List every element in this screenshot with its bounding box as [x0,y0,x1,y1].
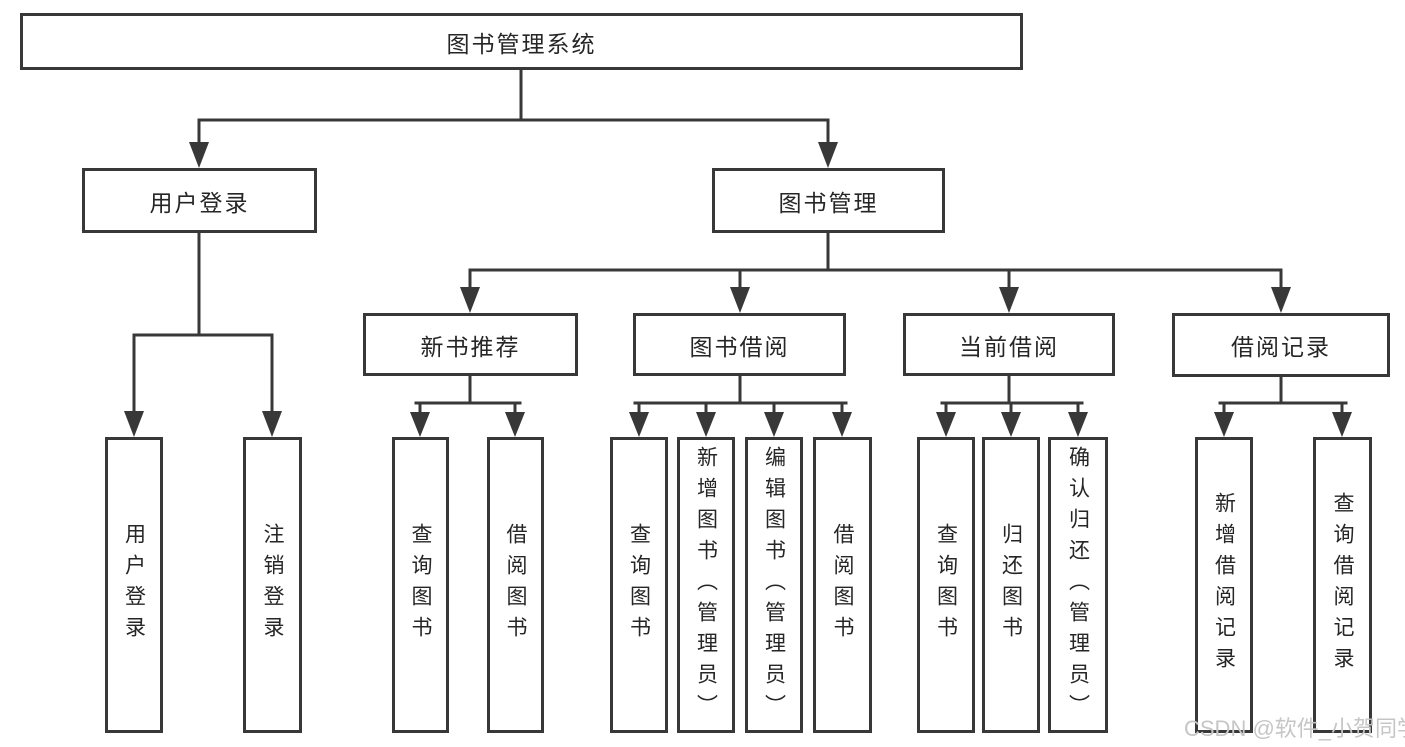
node-current-borrow: 当前借阅 [903,313,1115,376]
node-leaf-label: 查询借阅记录 [1331,492,1354,678]
arrowhead-icon [1001,412,1021,437]
node-leaf-label: 新增图书（管理员） [694,445,718,725]
connector-root-to-level2 [189,67,838,168]
node-leaf-query-borrow-record: 查询借阅记录 [1313,437,1372,733]
arrowhead-icon [832,412,852,437]
arrowhead-icon [1332,412,1352,437]
node-root-label: 图书管理系统 [446,30,597,57]
node-leaf-label: 查询图书 [627,523,651,647]
arrowhead-icon [999,287,1019,313]
arrowhead-icon [410,412,430,437]
connector-book-borrow-to-children [629,374,852,437]
node-leaf-label: 查询图书 [934,523,958,647]
arrowhead-icon [696,412,716,437]
node-leaf-label: 借阅图书 [504,523,527,647]
csdn-watermark: CSDN @软件_小贺同学 [1184,716,1405,741]
arrowhead-icon [460,287,480,313]
node-new-books-label: 新书推荐 [420,333,521,360]
node-leaf-label: 查询图书 [409,523,432,647]
arrowhead-icon [1068,412,1088,437]
node-user-login: 用户登录 [82,168,317,233]
node-leaf-query-books-3: 查询图书 [917,437,975,733]
connector-current-borrow-to-children [936,374,1088,437]
node-leaf-borrow-books-2: 借阅图书 [813,437,872,733]
node-leaf-return-book: 归还图书 [982,437,1040,733]
node-leaf-label: 注销登录 [261,523,284,647]
arrowhead-icon [764,412,784,437]
arrowhead-icon [936,412,956,437]
node-book-borrow: 图书借阅 [633,313,846,376]
node-leaf-add-borrow-record: 新增借阅记录 [1195,437,1253,733]
node-leaf-logout: 注销登录 [243,437,302,733]
node-borrow-records: 借阅记录 [1172,313,1390,377]
node-user-login-label: 用户登录 [149,189,250,216]
node-leaf-label: 确认归还（管理员） [1066,445,1090,725]
arrowhead-icon [818,142,838,168]
node-leaf-query-books-1: 查询图书 [392,437,449,733]
connector-book-mgmt-to-level3 [460,231,1291,313]
connector-borrow-records-to-children [1214,374,1352,437]
node-leaf-label: 用户登录 [122,523,146,647]
node-borrow-records-label: 借阅记录 [1231,334,1331,360]
node-current-borrow-label: 当前借阅 [959,333,1059,360]
arrowhead-icon [1214,412,1234,437]
node-leaf-query-books-2: 查询图书 [610,437,668,733]
arrowhead-icon [730,287,750,313]
node-leaf-user-login: 用户登录 [105,437,163,733]
node-book-mgmt-label: 图书管理 [778,189,879,216]
node-root: 图书管理系统 [20,13,1023,70]
node-leaf-label: 新增借阅记录 [1212,492,1236,678]
node-leaf-edit-book-admin: 编辑图书（管理员） [745,437,803,733]
node-leaf-borrow-books-1: 借阅图书 [487,437,544,733]
node-leaf-label: 归还图书 [999,523,1023,647]
node-leaf-label: 编辑图书（管理员） [762,445,786,725]
arrowhead-icon [505,412,525,437]
node-book-borrow-label: 图书借阅 [689,333,790,360]
connector-new-books-to-children [410,374,525,437]
node-leaf-add-book-admin: 新增图书（管理员） [677,437,735,733]
connector-user-login-to-children [124,231,282,437]
node-new-books: 新书推荐 [363,313,578,376]
node-book-mgmt: 图书管理 [712,168,945,233]
arrowhead-icon [1271,287,1291,313]
arrowhead-icon [124,411,144,437]
arrowhead-icon [262,411,282,437]
arrowhead-icon [629,412,649,437]
node-leaf-confirm-return-admin: 确认归还（管理员） [1048,437,1108,733]
node-leaf-label: 借阅图书 [831,523,854,647]
arrowhead-icon [189,142,209,168]
